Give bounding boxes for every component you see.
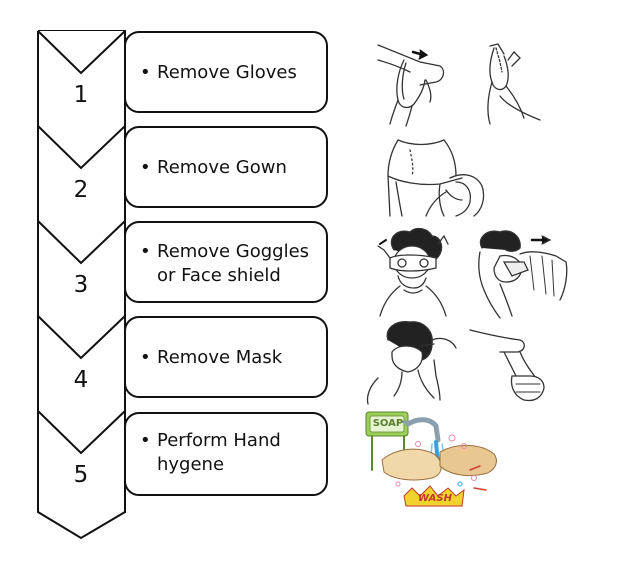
hand-washing-icon <box>365 411 497 507</box>
bullet: • <box>140 347 151 368</box>
step-1-label: • Remove Gloves <box>140 62 297 83</box>
step-3-number: 3 <box>73 272 89 298</box>
step-4 <box>37 313 328 467</box>
step-5-label: • Perform Hand hygene <box>140 430 281 475</box>
step-2 <box>37 123 328 277</box>
step-1-label-box <box>124 31 328 113</box>
step-3-label-box <box>124 221 328 303</box>
mask-removal-icon <box>366 321 545 405</box>
face-shield-removal-icon <box>377 227 568 319</box>
gown-removal-icon <box>387 139 485 217</box>
step-4-label-box <box>124 316 328 398</box>
soap-sign-label: SOAP <box>372 418 404 429</box>
bullet: • <box>140 62 151 83</box>
step-3 <box>37 218 328 372</box>
step-4-label: • Remove Mask <box>140 347 283 368</box>
step-1-number: 1 <box>73 82 89 108</box>
step-2-label: • Remove Gown <box>140 157 287 178</box>
glove-removal-icon <box>377 43 541 127</box>
step-5-chevron <box>37 408 126 540</box>
step-2-label-box <box>124 126 328 208</box>
bullet: • <box>140 241 151 262</box>
step-5-number: 5 <box>73 462 89 488</box>
step-5 <box>37 408 328 540</box>
step-2-number: 2 <box>73 177 89 203</box>
wash-sign-label: WASH <box>418 493 452 504</box>
step-1 <box>37 30 328 182</box>
step-3-label: • Remove Goggles or Face shield <box>140 241 310 286</box>
bullet: • <box>140 157 151 178</box>
bullet: • <box>140 430 151 451</box>
step-5-label-box <box>124 412 328 496</box>
step-4-number: 4 <box>73 367 89 393</box>
